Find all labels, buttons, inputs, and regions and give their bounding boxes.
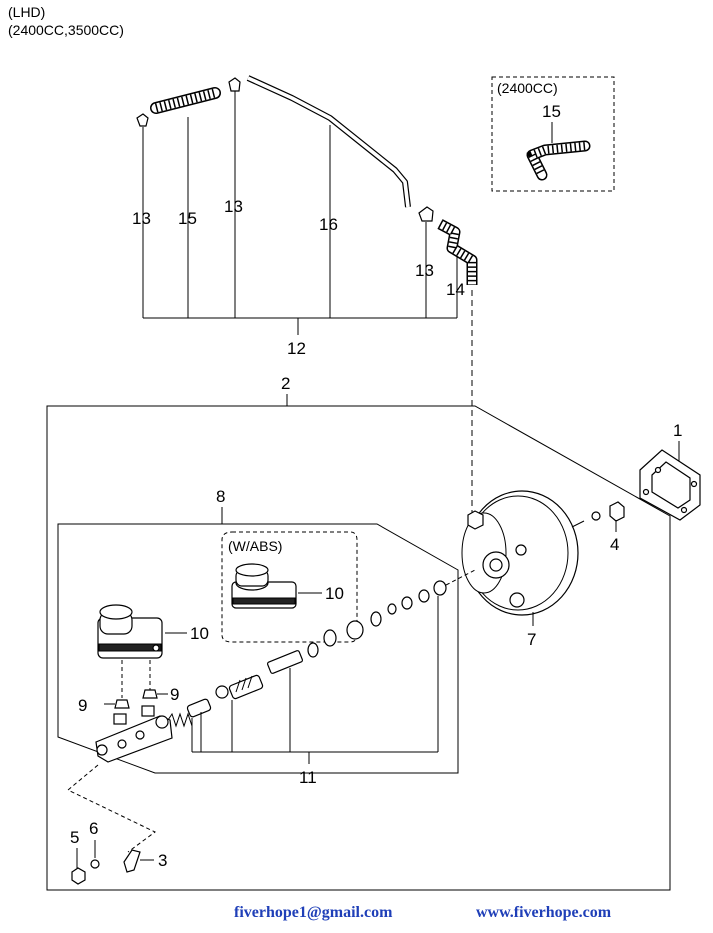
mounting-hardware: 5 6 3 [67,764,167,885]
label-6: 6 [89,819,98,838]
label-13-left: 13 [132,209,151,228]
bracket-12 [142,90,458,335]
inset-2400cc-title: (2400CC) [497,80,558,96]
label-3: 3 [158,851,167,870]
label-5: 5 [70,828,79,847]
label-9-right: 9 [170,685,179,704]
footer-email[interactable]: fiverhope1@gmail.com [234,904,393,921]
repair-kit-11: 11 [167,569,476,787]
label-1: 1 [673,421,682,440]
label-10-abs: 10 [325,584,344,603]
label-15: 15 [178,209,197,228]
check-valve-hose-14 [437,219,478,285]
label-14: 14 [446,280,465,299]
label-10: 10 [190,624,209,643]
label-13-mid: 13 [224,197,243,216]
grommets-9: 9 9 [78,660,179,715]
gasket-1: 1 [639,421,701,521]
header-variant: (LHD) [8,4,46,20]
label-11: 11 [299,768,317,787]
label-15-inset: 15 [542,102,561,121]
brake-booster-7: 7 [461,490,585,649]
assembly-box-2: 2 [46,374,671,891]
vacuum-pipe-16 [246,75,411,208]
header-engine: (2400CC,3500CC) [8,22,124,38]
hose-clip-13-mid [228,77,241,92]
booster-nut-4: 4 [591,501,625,554]
label-8: 8 [216,487,225,506]
hose-clip-13-right [418,206,434,222]
vacuum-hose-15 [150,87,221,114]
master-cylinder-body [95,705,173,763]
label-16: 16 [319,215,338,234]
label-4: 4 [610,535,619,554]
label-13-right: 13 [415,261,434,280]
label-7: 7 [527,630,536,649]
inset-2400cc: (2400CC) 15 [491,76,615,192]
label-12: 12 [287,339,306,358]
footer-website[interactable]: www.fiverhope.com [476,904,612,921]
label-9-left: 9 [78,696,87,715]
inset-w-abs-title: (W/ABS) [228,538,282,554]
label-2: 2 [281,374,290,393]
hose-clip-13-left [136,113,149,127]
reservoir-10: 10 [97,604,209,659]
inset-w-abs: (W/ABS) 10 [221,531,358,643]
master-cylinder-box-8: 8 [57,487,459,774]
